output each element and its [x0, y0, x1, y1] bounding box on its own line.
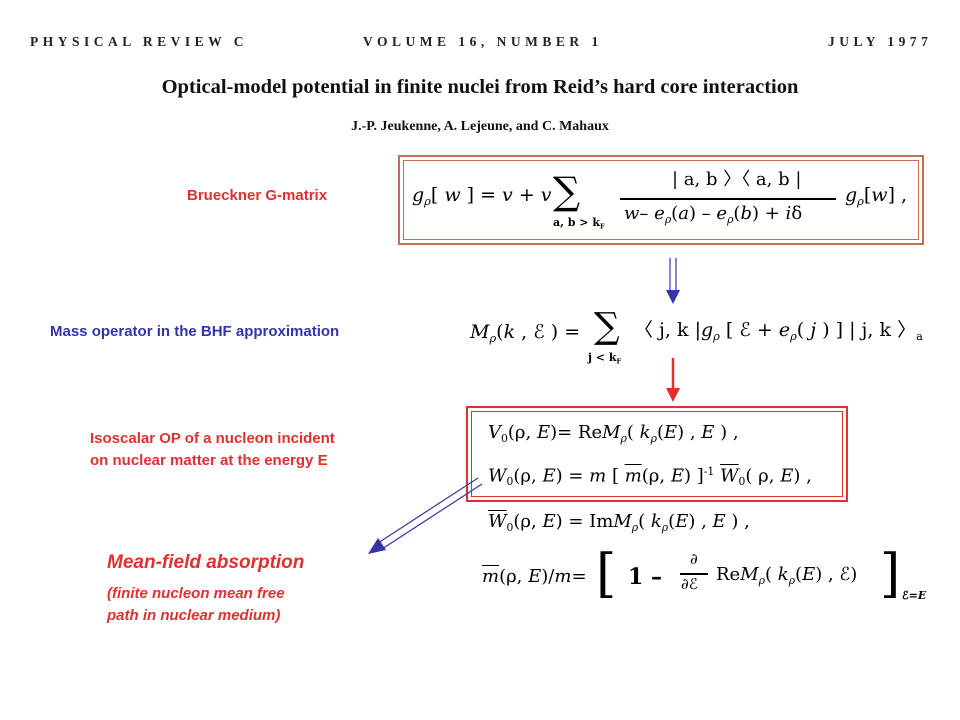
right-bracket: ]	[880, 544, 901, 604]
sum-symbol: ∑	[594, 306, 620, 347]
mean-field-absorption-note: (finite nucleon mean free path in nuclea…	[107, 583, 285, 627]
mass-operator-rhs: 〈 j, k |gρ [ ℰ + eρ( j ) ] | j, k 〉a	[634, 319, 923, 343]
blue-diagonal-arrow	[368, 477, 483, 554]
real-part-equation: V0(ρ, E)= ReMρ( kρ(E) , E ) ,	[488, 422, 739, 445]
mean-field-absorption-title: Mean-field absorption	[107, 552, 305, 573]
isoscalar-frame	[466, 406, 848, 502]
effective-mass-rhs: ReMρ( kρ(E) , ℰ)	[716, 564, 858, 587]
mean-field-note-line1: (finite nucleon mean free	[107, 585, 285, 602]
effective-mass-lhs: m(ρ, E)/m=	[482, 566, 587, 587]
publication-date: JULY 1977	[828, 34, 933, 49]
partial-bar	[680, 573, 708, 575]
mass-operator-label: Mass operator in the BHF approximation	[50, 323, 340, 340]
journal-name: PHYSICAL REVIEW C	[30, 34, 249, 49]
isoscalar-label: Isoscalar OP of a nucleon incident on nu…	[90, 428, 335, 472]
partial-numerator: ∂	[690, 550, 698, 568]
blue-down-arrow	[666, 258, 680, 304]
left-bracket: [	[596, 544, 617, 604]
g-matrix-equation-rhs: gρ[w] ,	[845, 184, 908, 208]
sum-index: j < kF	[588, 351, 622, 366]
g-matrix-frame	[398, 155, 924, 245]
paper-title: Optical-model potential in finite nuclei…	[161, 76, 799, 98]
sum-symbol: ∑	[553, 169, 581, 213]
evaluation-subscript: ℰ=E	[902, 589, 927, 602]
mass-operator-lhs: Mρ(k , ℰ ) =	[470, 321, 581, 345]
w-bar-equation: W0(ρ, E) = ImMρ( kρ(E) , E ) ,	[488, 511, 750, 534]
isoscalar-label-line1: Isoscalar OP of a nucleon incident	[90, 430, 335, 447]
mean-field-note-line2: path in nuclear medium)	[107, 607, 281, 624]
one-minus: 1 –	[628, 564, 662, 590]
volume-number: VOLUME 16, NUMBER 1	[363, 34, 603, 49]
fraction-numerator: | a, b 〉〈 a, b |	[672, 169, 802, 190]
red-down-arrow	[666, 358, 680, 402]
sum-index: a, b > kF	[553, 216, 605, 231]
imaginary-part-equation: W0(ρ, E) = m [ m(ρ, E) ]-1 W0( ρ, E) ,	[488, 465, 812, 489]
fraction-bar	[620, 198, 836, 200]
partial-denominator: ∂ℰ	[681, 575, 698, 593]
fraction-denominator: w– eρ(a) – eρ(b) + iδ	[624, 203, 803, 226]
g-matrix-equation-lhs: gρ[ w ] = v + v	[412, 184, 552, 208]
isoscalar-label-line2: on nuclear matter at the energy E	[90, 452, 328, 469]
paper-authors: J.-P. Jeukenne, A. Lejeune, and C. Mahau…	[351, 119, 609, 134]
g-matrix-label: Brueckner G-matrix	[187, 187, 328, 204]
